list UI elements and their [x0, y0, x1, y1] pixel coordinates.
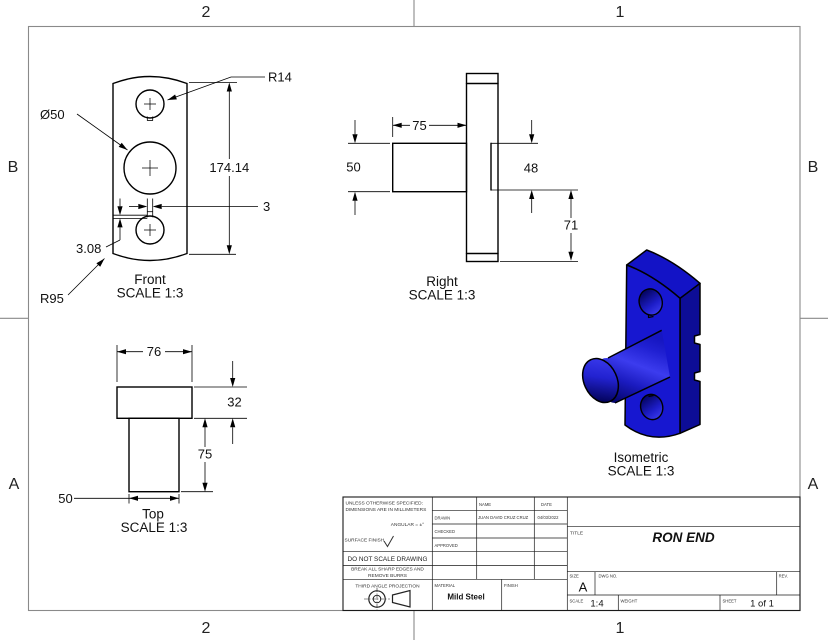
tb-sheet-label: SHEET [723, 599, 737, 604]
dim-boss-length-text: 75 [412, 118, 426, 133]
part-cylinder-face [581, 357, 620, 404]
tb-title-label: TITLE [570, 531, 583, 537]
dim-height-text: 174.14 [209, 160, 249, 175]
tb-title-value: RON END [652, 530, 715, 545]
tb-scale-label: SCALE [570, 599, 584, 604]
tb-size-value: A [579, 580, 588, 595]
top-view: 76 32 75 50 Top SCALE 1:3 [58, 344, 247, 535]
tb-weight-label: WEIGHT [621, 599, 638, 604]
tb-approved-label: APPROVED [435, 543, 458, 548]
part-top-hole [638, 288, 664, 316]
tb-rev-label: REV. [779, 574, 788, 579]
tb-notes-2: DIMENSIONS ARE IN MILLIMETERS [346, 507, 427, 513]
dim-plate-thickness-text: 32 [227, 395, 241, 410]
dim-step: 48 [524, 120, 538, 213]
tb-sheet-value: 1 of 1 [750, 599, 774, 610]
dim-dia50-text: Ø50 [40, 107, 65, 122]
dim-boss-length-top-text: 75 [198, 447, 212, 462]
dim-keyway-text: 3 [263, 199, 270, 214]
part-bottom-hole [639, 393, 664, 421]
tb-projection-label: THIRD ANGLE PROJECTION [355, 584, 420, 590]
surface-finish-icon [383, 535, 394, 548]
dim-plate-thickness: 32 [227, 361, 242, 444]
tb-drawn-name: JUAN DAVID CRUZ CRUZ [478, 515, 529, 520]
dim-lower: 71 [564, 190, 578, 261]
leader-r95: R95 [40, 258, 105, 306]
front-view: 174.14 R14 Ø50 3 3.08 [40, 70, 292, 307]
top-view-scale: SCALE 1:3 [121, 520, 188, 535]
center-marks [142, 98, 158, 236]
tb-size-label: SIZE [570, 574, 580, 579]
tb-drawn-date: 04/03/2022 [538, 515, 560, 520]
tb-checked-label: CHECKED [435, 529, 455, 534]
tb-dwg-label: DWG NO. [599, 574, 618, 579]
bottom-hole-keyway [648, 394, 654, 398]
dim-boss-dia-text: 50 [346, 160, 360, 175]
tb-deburr-2: REMOVE BURRS [368, 573, 407, 579]
right-view-label: Right [426, 274, 458, 289]
dim-lower-text: 71 [564, 218, 578, 233]
zone-right-a: A [808, 476, 819, 493]
zone-left-b: B [8, 159, 19, 176]
zone-bottom-1: 1 [616, 620, 625, 637]
leader-r14: R14 [167, 70, 292, 101]
front-view-scale: SCALE 1:3 [117, 286, 184, 301]
tb-drawn-label: DRAWN [435, 516, 451, 521]
keyway-groove-lines [113, 116, 154, 219]
dim-plate-width-text: 76 [147, 344, 161, 359]
title-block: UNLESS OTHERWISE SPECIFIED: DIMENSIONS A… [342, 496, 801, 612]
tb-angular: ANGULAR = ±° [391, 522, 424, 528]
dim-boss-dia-top: 50 [58, 491, 179, 506]
isometric-view: Isometric SCALE 1:3 [581, 249, 701, 479]
dim-groove-text: 3.08 [76, 241, 101, 256]
zone-bottom-2: 2 [202, 620, 211, 637]
dim-height: 174.14 [189, 82, 249, 255]
dim-boss-dia: 50 [346, 120, 361, 215]
dim-boss-length-top: 75 [198, 418, 212, 492]
dim-step-text: 48 [524, 161, 538, 176]
right-ext-lines [348, 117, 578, 262]
dim-plate-width: 76 [117, 344, 192, 359]
right-view-scale: SCALE 1:3 [409, 288, 476, 303]
tb-name-header: NAME [479, 502, 491, 507]
zone-top-2: 2 [202, 4, 211, 21]
tb-material-value: Mild Steel [447, 593, 484, 602]
dim-boss-dia-top-text: 50 [58, 491, 72, 506]
dim-boss-length: 75 [392, 118, 467, 133]
tb-date-header: DATE [541, 502, 552, 507]
tb-surface-finish-label: SURFACE FINISH [345, 538, 385, 544]
tb-scale-value: 1:4 [590, 599, 603, 610]
iso-view-label: Isometric [614, 450, 669, 465]
tb-do-not-scale: DO NOT SCALE DRAWING [348, 556, 428, 563]
iso-view-scale: SCALE 1:3 [608, 464, 675, 479]
tb-finish-label: FINISH [504, 583, 518, 588]
tb-notes-1: UNLESS OTHERWISE SPECIFIED: [346, 501, 423, 507]
third-angle-projection-icon [364, 588, 411, 610]
zone-left-a: A [9, 476, 20, 493]
dim-keyway: 3 [129, 199, 270, 214]
top-view-label: Top [142, 507, 164, 522]
dim-r95-text: R95 [40, 291, 64, 306]
leader-dia50: Ø50 [40, 107, 128, 151]
tb-deburr-1: BREAK ALL SHARP EDGES AND [351, 567, 424, 573]
tb-material-label: MATERIAL [435, 583, 456, 588]
right-view: 75 50 48 71 Right SCALE 1:3 [346, 72, 578, 303]
dim-r14-text: R14 [268, 70, 292, 85]
zone-right-b: B [808, 159, 819, 176]
top-hole-keyway [647, 314, 654, 319]
zone-top-1: 1 [616, 4, 625, 21]
dim-groove: 3.08 [76, 198, 123, 256]
front-view-label: Front [134, 272, 166, 287]
part-side-face [679, 282, 701, 435]
top-ext-lines [116, 345, 247, 504]
